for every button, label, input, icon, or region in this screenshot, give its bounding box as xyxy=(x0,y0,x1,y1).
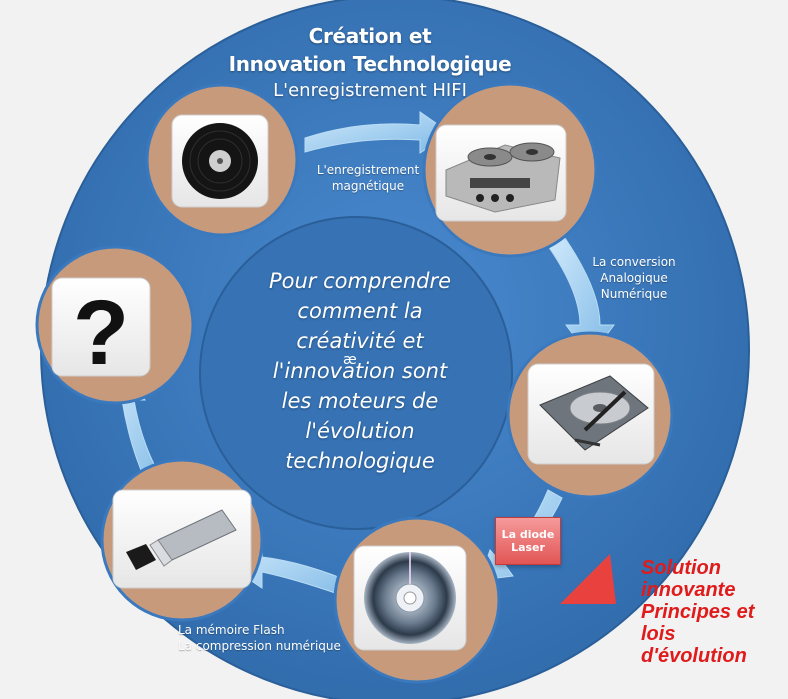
center-line: les moteurs de xyxy=(281,389,439,413)
center-line: technologique xyxy=(285,449,435,473)
solution-note: Solution innovante Principes et lois d'é… xyxy=(641,557,755,667)
center-line: l'innovation sont xyxy=(272,359,448,383)
reel-tape-recorder-icon xyxy=(435,124,567,222)
center-statement: Pour comprendre comment la créativité et… xyxy=(220,266,500,476)
svg-text:?: ? xyxy=(73,282,129,384)
center-line: Pour comprendre xyxy=(268,269,452,293)
stray-glyph: æ xyxy=(343,352,357,368)
solution-triangle xyxy=(560,554,616,604)
label-magnetic-recording: L'enregistrement magnétique xyxy=(316,163,420,193)
title-line-3: L'enregistrement HIFI xyxy=(273,80,467,101)
label-flash-memory: La mémoire Flash La compression numériqu… xyxy=(178,623,341,653)
center-line: comment la xyxy=(297,299,423,323)
title-line-1: Création et xyxy=(308,24,432,48)
question-mark-icon: ? xyxy=(51,277,151,384)
compact-disc-icon xyxy=(353,545,467,651)
vinyl-record-icon xyxy=(171,114,269,208)
title-line-2: Innovation Technologique xyxy=(228,52,512,76)
center-line: l'évolution xyxy=(305,419,415,443)
hard-disk-icon xyxy=(527,363,655,465)
usb-flash-drive-icon xyxy=(112,489,252,589)
inner-circle xyxy=(199,216,513,530)
label-conversion: La conversion Analogique Numérique xyxy=(592,255,676,301)
center-line: créativité et xyxy=(296,329,424,353)
label-laser-diode: La diode Laser xyxy=(495,517,561,565)
